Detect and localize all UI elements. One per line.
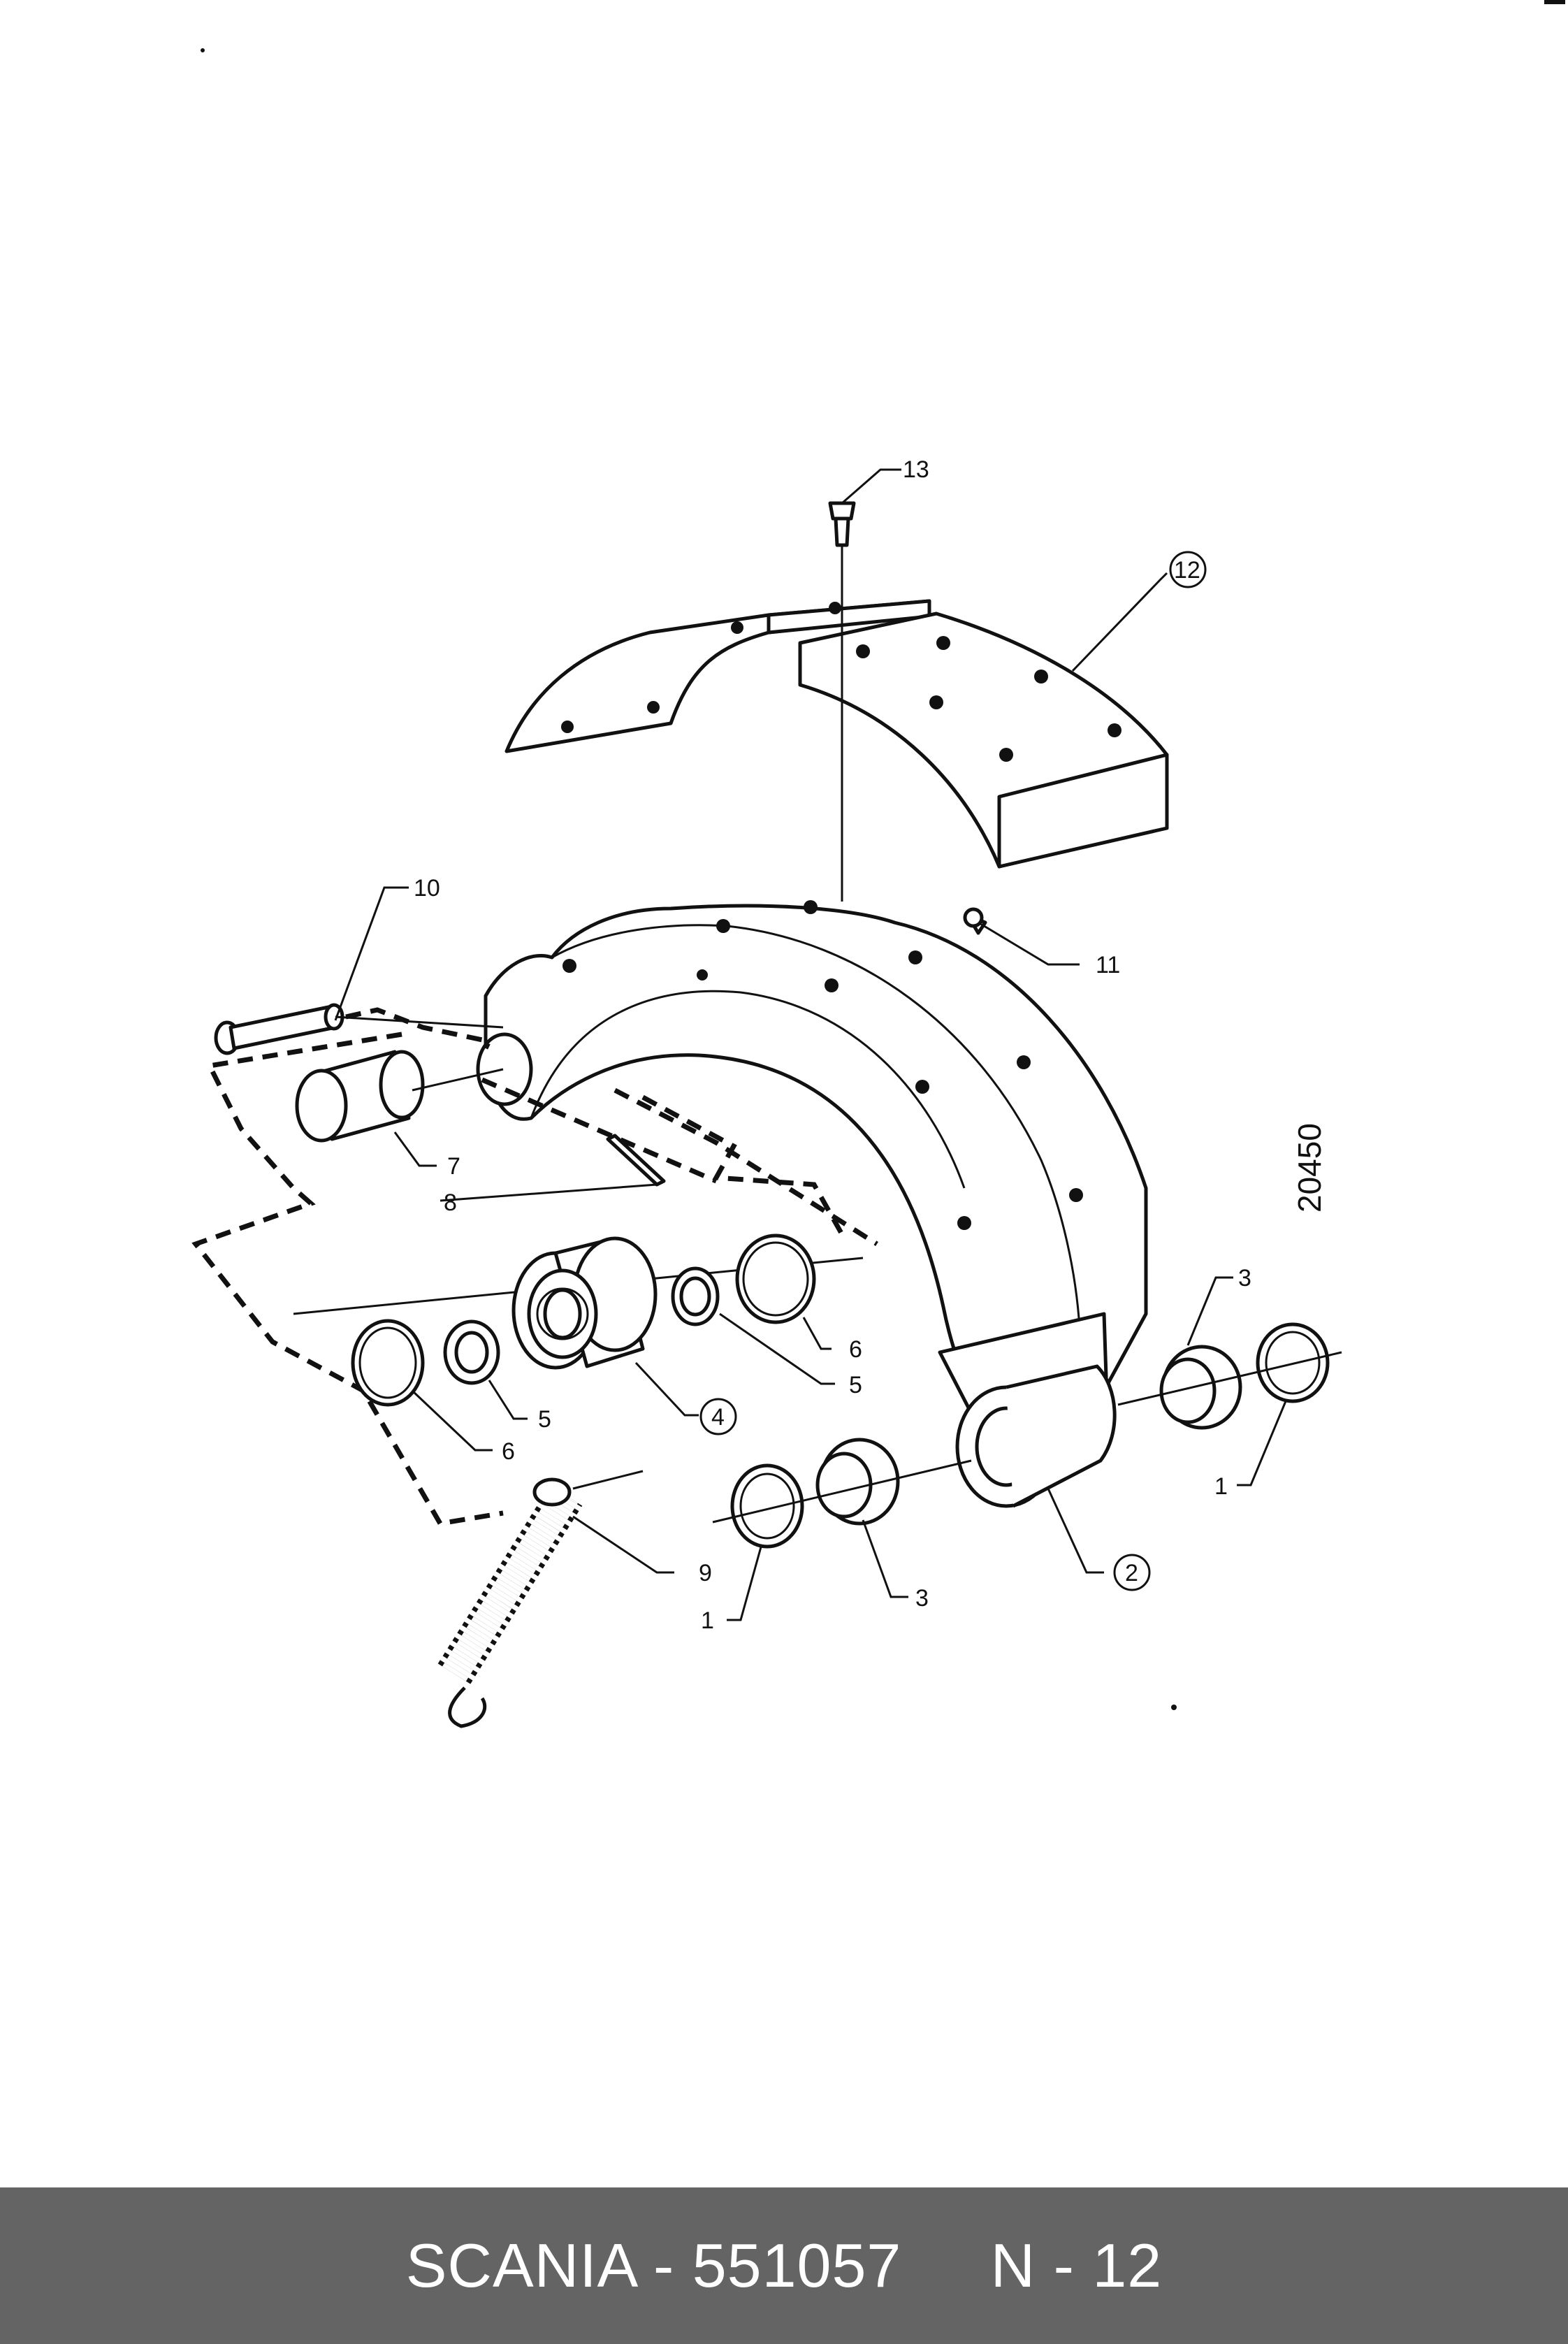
bushings xyxy=(712,1322,1342,1549)
retaining-clip xyxy=(963,907,984,928)
brake-lining xyxy=(504,599,1169,869)
callout-6-right: 6 xyxy=(849,1336,862,1363)
callout-4: 4 xyxy=(711,1404,725,1431)
callout-2: 2 xyxy=(1125,1560,1138,1586)
callout-3-upper: 3 xyxy=(1238,1265,1251,1292)
rivet xyxy=(828,501,856,601)
callout-3-lower: 3 xyxy=(915,1585,929,1612)
callout-5-right: 5 xyxy=(849,1372,862,1398)
callouts: 13 12 10 11 7 8 3 6 5 5 4 6 1 9 2 1 3 20… xyxy=(414,456,1328,1634)
callout-13: 13 xyxy=(903,456,929,483)
callout-8: 8 xyxy=(444,1189,457,1216)
callout-6-left: 6 xyxy=(502,1438,515,1465)
bearing-assembly xyxy=(351,1234,816,1407)
callout-1-upper: 1 xyxy=(1214,1473,1228,1500)
brake-shoe-exploded-diagram: 13 12 10 11 7 8 3 6 5 5 4 6 1 9 2 1 3 20… xyxy=(191,48,1342,1728)
callout-7: 7 xyxy=(447,1153,460,1180)
callout-5-left: 5 xyxy=(538,1406,551,1433)
leader-lines xyxy=(334,468,1287,1621)
callout-9: 9 xyxy=(699,1560,712,1586)
return-spring xyxy=(437,1470,644,1728)
callout-10: 10 xyxy=(414,875,440,902)
corner-mark xyxy=(1544,0,1565,4)
callout-1-lower: 1 xyxy=(701,1607,714,1634)
drawing-number: 20450 xyxy=(1291,1123,1328,1213)
anchor-pin xyxy=(214,1003,504,1055)
callout-11: 11 xyxy=(1096,952,1120,978)
footer-bar: SCANIA - 551057 N - 12 xyxy=(0,2187,1568,2344)
callout-12: 12 xyxy=(1174,557,1200,584)
split-pin xyxy=(606,1134,666,1187)
part-number-caption: SCANIA - 551057 N - 12 xyxy=(405,2231,1163,2300)
roller-pin xyxy=(295,1050,504,1143)
brake-shoe xyxy=(476,601,1148,1508)
